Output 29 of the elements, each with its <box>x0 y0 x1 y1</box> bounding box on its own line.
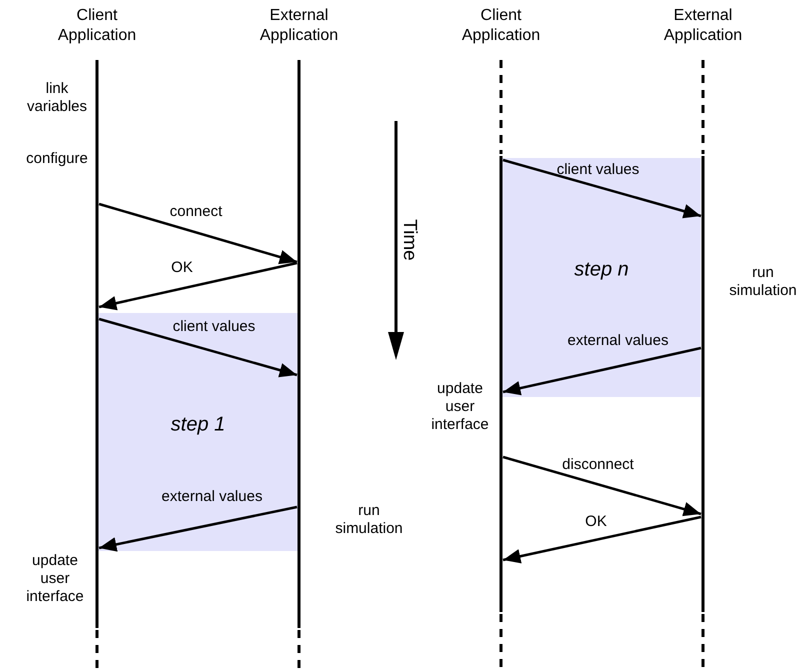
lifeline-header: Client Application <box>56 6 138 46</box>
message-arrow <box>98 318 298 378</box>
edge-label: client values <box>556 161 640 179</box>
message-arrow <box>98 202 298 264</box>
edge-label: OK <box>585 513 607 531</box>
message-arrow <box>98 506 298 552</box>
step-label: step n <box>574 258 629 282</box>
lifeline-header: External Application <box>662 6 744 46</box>
edge-label: OK <box>171 259 193 277</box>
edge-label: client values <box>172 318 256 336</box>
step-note: link variables <box>26 80 88 116</box>
edge-label: disconnect <box>562 456 634 474</box>
edge-label: connect <box>170 203 222 221</box>
step-note: configure <box>25 150 89 168</box>
message-arrow <box>502 346 702 396</box>
message-arrow <box>502 158 702 218</box>
lifeline-header: Client Application <box>460 6 542 46</box>
edge-label: external values <box>162 488 262 506</box>
message-arrow <box>98 262 298 310</box>
step-label: step 1 <box>170 413 226 436</box>
edge-label: external values <box>568 332 668 350</box>
step-note: update user interface <box>430 380 490 434</box>
message-arrow <box>502 456 702 516</box>
lifeline-header: External Application <box>258 6 340 46</box>
time-label: Time <box>398 219 420 261</box>
message-arrow <box>502 516 702 564</box>
step-note: run simulation <box>334 502 404 538</box>
step-note: update user interface <box>25 552 85 606</box>
step-note: run simulation <box>728 264 798 300</box>
